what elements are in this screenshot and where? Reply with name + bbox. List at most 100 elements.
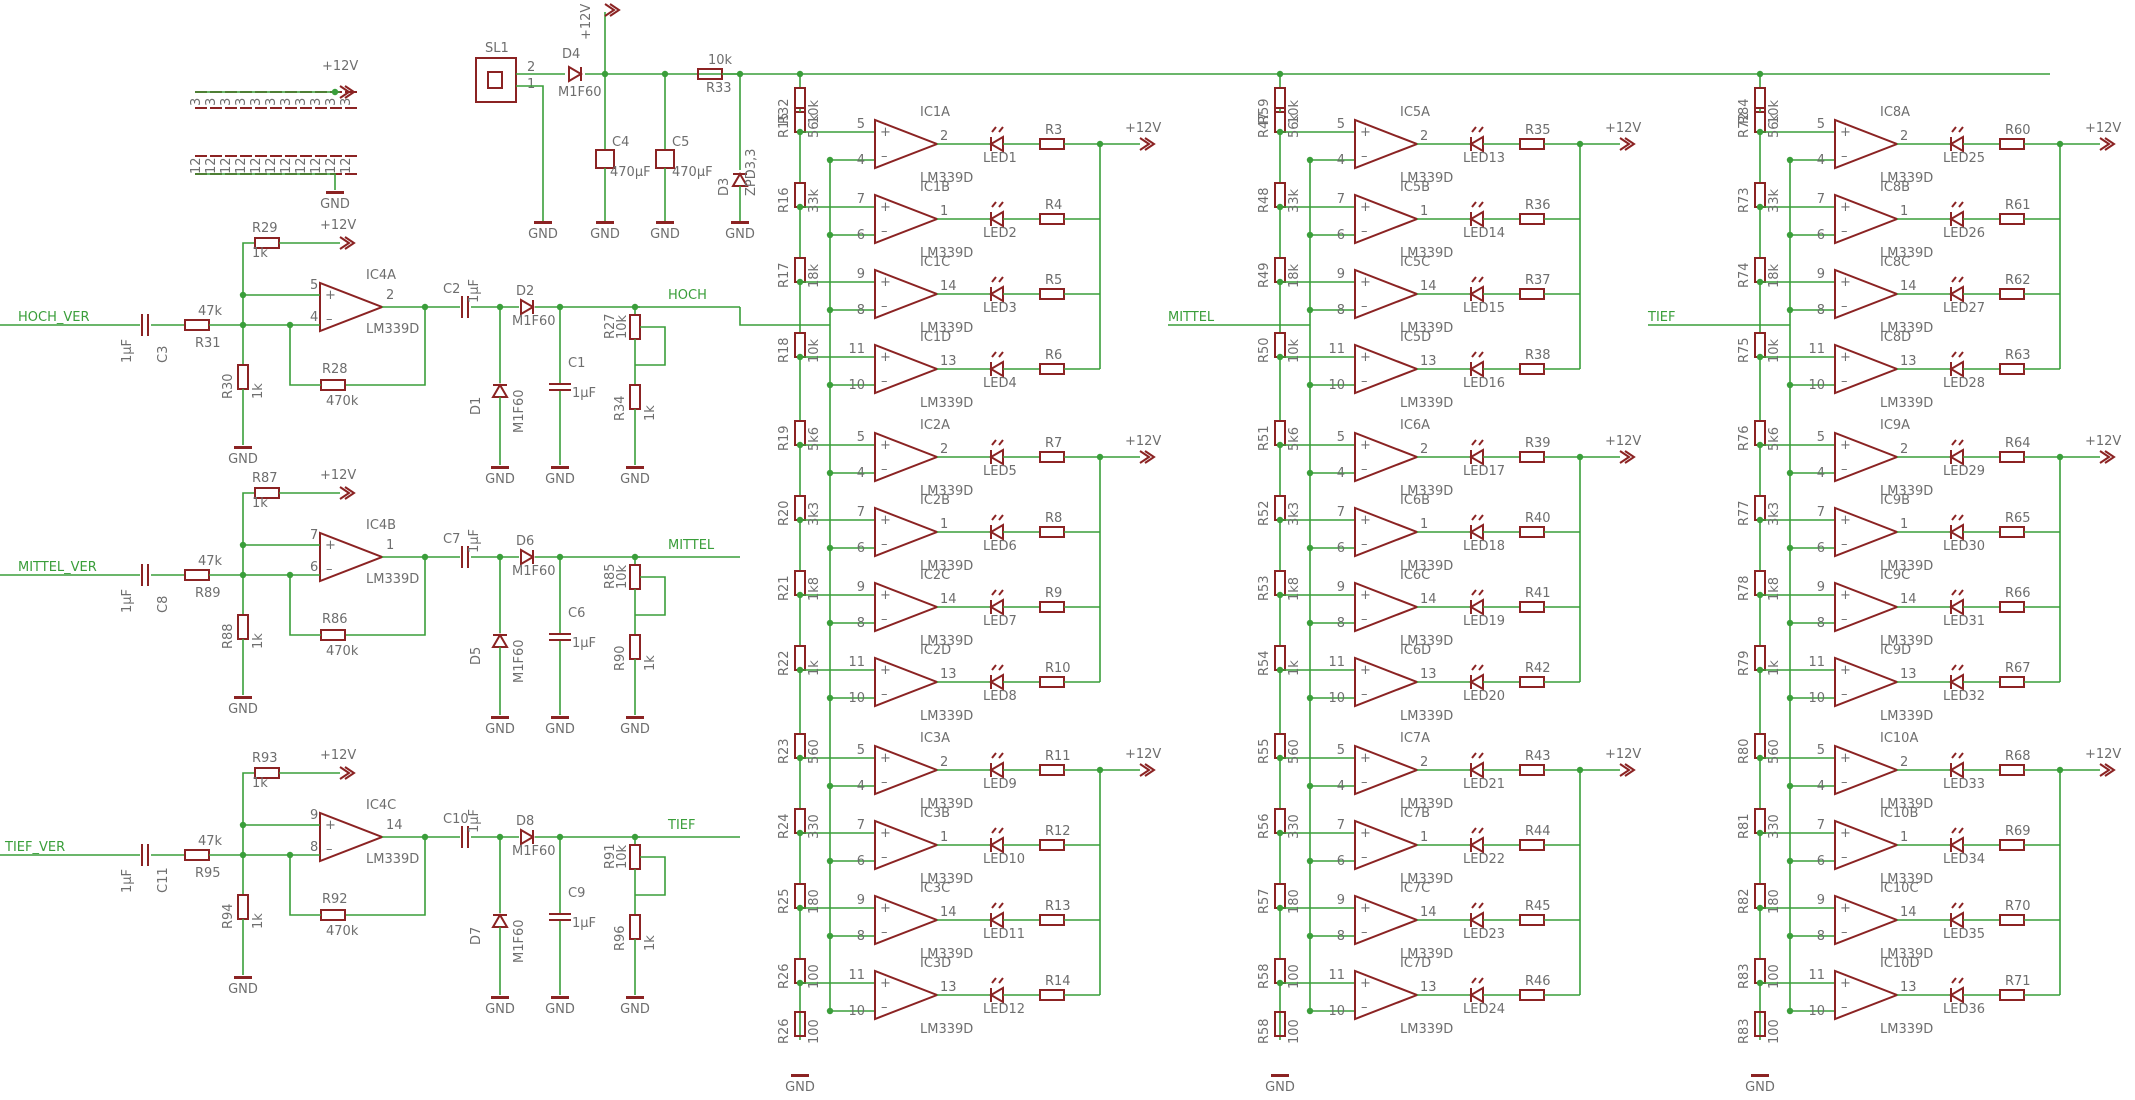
- rbias-val: 1k: [252, 246, 268, 261]
- ic-type: LM339D: [1880, 246, 1933, 261]
- pin-label: 11: [1808, 968, 1825, 983]
- pin-label: 2: [1900, 442, 1908, 457]
- supply-label: +12V: [320, 468, 356, 483]
- ladder-val: 5k6: [1287, 427, 1302, 451]
- res-label: R37: [1525, 273, 1551, 288]
- ic-type: LM339D: [920, 246, 973, 261]
- plus-sign: +: [1840, 663, 1851, 678]
- ladder-label: R22: [777, 650, 792, 676]
- led-label: LED28: [1943, 376, 1985, 391]
- ladder-val: 56k: [1287, 113, 1302, 138]
- supply-label: +12V: [2085, 121, 2121, 136]
- led-label: LED22: [1463, 852, 1505, 867]
- header-pin: 12: [309, 157, 324, 174]
- led-label: LED31: [1943, 614, 1985, 629]
- ic-label: IC1B: [920, 180, 950, 195]
- ic-type: LM339D: [1400, 321, 1453, 336]
- res-label: R12: [1045, 824, 1071, 839]
- ic-label: IC7D: [1400, 956, 1431, 971]
- pin-label: 9: [1337, 580, 1345, 595]
- pin-label: 4: [1817, 466, 1825, 481]
- pin-label: 13: [1420, 667, 1437, 682]
- supply-label: +12V: [1605, 121, 1641, 136]
- pin-label: 1: [940, 830, 948, 845]
- plus-sign: +: [880, 976, 891, 991]
- minus-sign: –: [881, 612, 888, 627]
- minus-sign: –: [1361, 925, 1368, 940]
- net-label: MITTEL: [1168, 310, 1215, 325]
- gnd-label: GND: [228, 982, 258, 997]
- plus-sign: +: [1840, 513, 1851, 528]
- ic-label: IC10B: [1880, 806, 1918, 821]
- dshunt-val: M1F60: [512, 919, 527, 963]
- pot-val: 10k: [615, 844, 630, 869]
- ladder-label: R47: [1257, 112, 1272, 138]
- ladder-label: R25: [777, 888, 792, 914]
- res-label: R63: [2005, 348, 2031, 363]
- pin-label: 1: [527, 77, 535, 92]
- pin-label: 6: [1337, 228, 1345, 243]
- minus-sign: –: [1361, 224, 1368, 239]
- minus-sign: –: [1841, 687, 1848, 702]
- pin-label: 2: [1420, 755, 1428, 770]
- pin-label: 10: [848, 691, 865, 706]
- ic-type: LM339D: [920, 1022, 973, 1037]
- ic-label: IC6D: [1400, 643, 1431, 658]
- minus-sign: –: [1361, 149, 1368, 164]
- header-pin: 12: [294, 157, 309, 174]
- ladder-val: 180: [807, 889, 822, 914]
- minus-sign: –: [1361, 850, 1368, 865]
- minus-sign: –: [326, 842, 333, 857]
- power-section: SL121D4M1F60GND+12VGNDC4470µFGNDC5470µF1…: [475, 3, 2050, 242]
- res-label: R65: [2005, 511, 2031, 526]
- pin-label: 10: [848, 378, 865, 393]
- pin-label: 5: [1817, 430, 1825, 445]
- gnd-label: GND: [620, 1002, 650, 1017]
- supply-label: +12V: [579, 4, 594, 40]
- rgnd-label: R30: [221, 373, 236, 399]
- rgnd-label: R88: [221, 623, 236, 649]
- ladder-val: 56k: [1767, 113, 1782, 138]
- pot-val: 10k: [615, 564, 630, 589]
- pin-label: 11: [1808, 655, 1825, 670]
- header-pin: 3: [294, 98, 309, 106]
- plus-sign: +: [1840, 976, 1851, 991]
- minus-sign: –: [1841, 299, 1848, 314]
- ic-label: IC4C: [366, 798, 396, 813]
- rpot-val: 1k: [643, 405, 658, 421]
- gnd-label: GND: [1745, 1080, 1775, 1095]
- pin-label: 6: [1817, 854, 1825, 869]
- ic-label: IC9D: [1880, 643, 1911, 658]
- ladder-label: R74: [1737, 262, 1752, 288]
- pin-label: 4: [310, 310, 318, 325]
- res-label: R64: [2005, 436, 2031, 451]
- pin-label: 13: [940, 354, 957, 369]
- ic-type: LM339D: [920, 484, 973, 499]
- res-label: R43: [1525, 749, 1551, 764]
- pin-label: 5: [857, 430, 865, 445]
- pin-label: 10: [1328, 1004, 1345, 1019]
- res-label: R70: [2005, 899, 2031, 914]
- pin-label: 1: [940, 517, 948, 532]
- minus-sign: –: [881, 224, 888, 239]
- gnd-label: GND: [620, 722, 650, 737]
- ladder-val: 100: [807, 1019, 822, 1044]
- led-label: LED8: [983, 689, 1017, 704]
- d3-val: ZPD3,3: [744, 149, 759, 196]
- res-label: R42: [1525, 661, 1551, 676]
- header-pin: 12: [204, 157, 219, 174]
- chold-val: 1µF: [572, 386, 596, 401]
- led-label: LED27: [1943, 301, 1985, 316]
- c4-val: 470µF: [610, 165, 651, 180]
- ladder-label: R59: [1257, 98, 1272, 124]
- ic-label: IC6C: [1400, 568, 1430, 583]
- res-label: R67: [2005, 661, 2031, 676]
- pin-label: 13: [1900, 354, 1917, 369]
- c5-val: 470µF: [672, 165, 713, 180]
- pin-label: 9: [857, 580, 865, 595]
- ladder-label: R26: [777, 1018, 792, 1044]
- led-label: LED35: [1943, 927, 1985, 942]
- pin-label: 14: [1420, 279, 1437, 294]
- pin-label: 1: [1420, 830, 1428, 845]
- pin-label: 2: [940, 442, 948, 457]
